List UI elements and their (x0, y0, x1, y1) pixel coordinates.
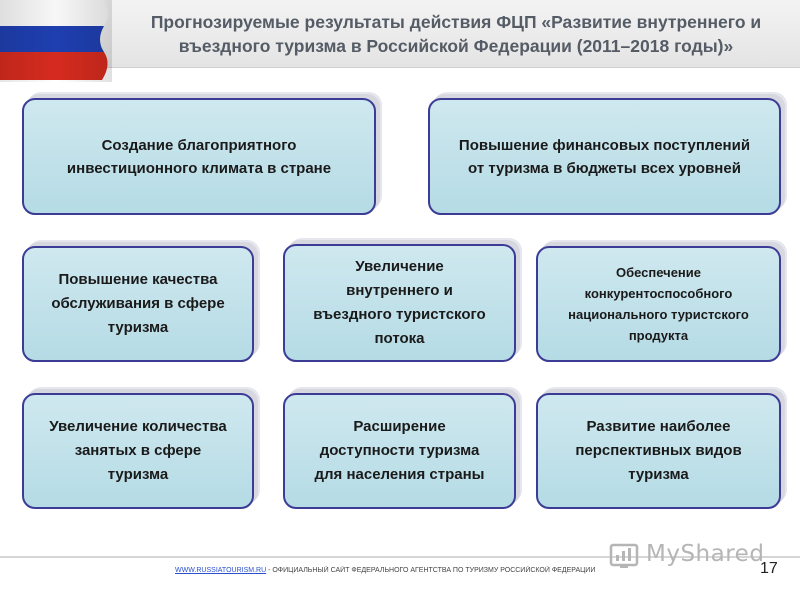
card-text-line: Увеличение количества (49, 418, 227, 435)
card-text-line: Развитие наиболее (586, 418, 731, 435)
card-text-line: внутреннего и (346, 282, 453, 299)
title-line-1: Прогнозируемые результаты действия ФЦП «… (150, 12, 762, 32)
result-card-promising-types: Развитие наиболее перспективных видов ту… (536, 393, 781, 509)
header-band: Прогнозируемые результаты действия ФЦП «… (0, 0, 800, 82)
card-text-line: инвестиционного климата в стране (66, 159, 332, 177)
card-text-line: конкурентоспособного (584, 286, 733, 301)
card-text-line: Создание благоприятного (101, 136, 297, 154)
page-title: Прогнозируемые результаты действия ФЦП «… (122, 10, 790, 58)
result-card-accessibility: Расширение доступности туризма для насел… (283, 393, 516, 509)
result-card-service-quality: Повышение качества обслуживания в сфере … (22, 246, 254, 362)
card-text-line: потока (374, 330, 425, 347)
result-card-tourist-flow: Увеличение внутреннего и въездного турис… (283, 244, 516, 362)
russiatourism-link[interactable]: WWW.RUSSIATOURISM.RU (175, 567, 267, 574)
card-text-line: туризма (628, 466, 689, 483)
result-card-financial-revenue: Повышение финансовых поступлений от тури… (428, 98, 781, 215)
card-text-line: для населения страны (314, 466, 485, 483)
footer-description: - ОФИЦИАЛЬНЫЙ САЙТ ФЕДЕРАЛЬНОГО АГЕНТСТВ… (266, 567, 596, 574)
card-text-line: продукта (628, 328, 689, 343)
card-text-line: Повышение финансовых поступлений (458, 136, 751, 154)
watermark-text: MyShared (646, 541, 765, 567)
footer-divider (0, 556, 800, 558)
page-number: 17 (760, 560, 778, 577)
card-text-line: Обеспечение (615, 265, 702, 280)
card-text-line: от туризма в бюджеты всех уровней (468, 159, 741, 177)
result-card-competitive-product: Обеспечение конкурентоспособного национа… (536, 246, 781, 362)
result-card-investment-climate: Создание благоприятного инвестиционного … (22, 98, 376, 215)
myshared-watermark: MyShared (608, 537, 768, 571)
card-text-line: перспективных видов (575, 442, 742, 459)
title-line-2: въездного туризма в Российской Федерации… (178, 36, 734, 56)
footer-source: WWW.RUSSIATOURISM.RU - ОФИЦИАЛЬНЫЙ САЙТ … (175, 566, 635, 576)
card-text-line: туризма (107, 319, 169, 336)
card-text-line: Увеличение (355, 258, 444, 275)
myshared-logo-icon (609, 543, 639, 568)
card-text-line: занятых в сфере (74, 442, 202, 459)
card-text-line: доступности туризма (319, 442, 480, 459)
card-text-line: обслуживания в сфере (51, 295, 225, 312)
card-text-line: национального туристского (568, 307, 749, 322)
card-text-line: въездного туристского (313, 306, 486, 323)
card-text-line: Расширение (353, 418, 446, 435)
russian-flag-icon (0, 0, 112, 82)
result-card-employment: Увеличение количества занятых в сфере ту… (22, 393, 254, 509)
card-text-line: туризма (107, 466, 169, 483)
card-text-line: Повышение качества (58, 271, 218, 288)
